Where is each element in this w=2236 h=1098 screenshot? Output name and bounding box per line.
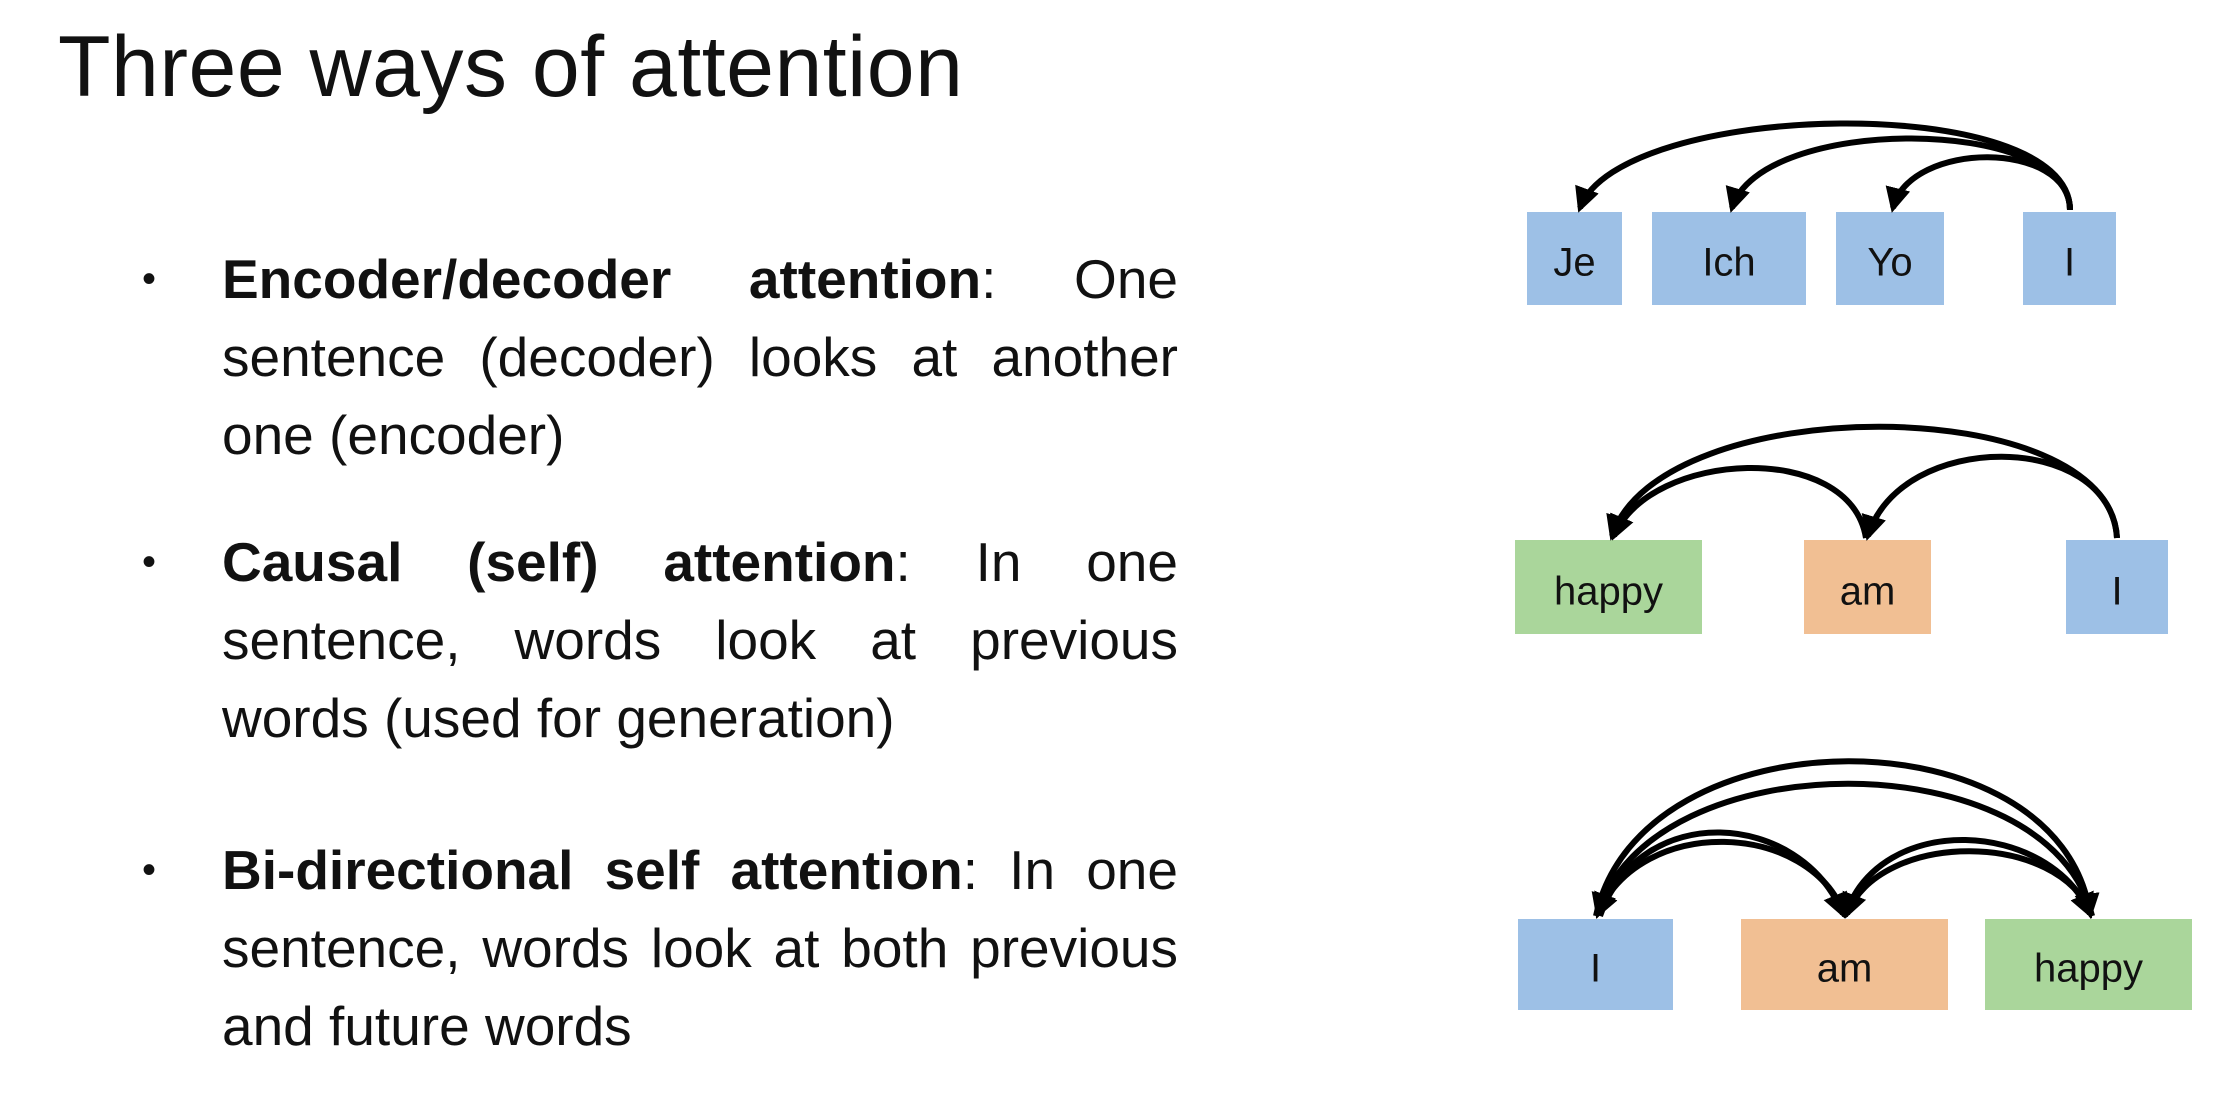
word-label: happy — [2034, 947, 2143, 991]
word-label: am — [1840, 570, 1896, 614]
word-box-fill — [1741, 919, 1948, 1010]
word-box-i: I — [2066, 540, 2168, 634]
word-box-ich: Ich — [1652, 212, 1806, 305]
word-label: Je — [1553, 241, 1595, 285]
arrow-am-to-happy — [1610, 465, 1869, 541]
page-title: Three ways of attention — [58, 19, 964, 115]
bullet-term: Encoder/decoder attention — [222, 248, 982, 310]
encoder-decoder-diagram: Je Ich Yo I — [1527, 120, 2116, 305]
word-label: I — [2064, 241, 2075, 285]
arrow-i-to-happy — [1593, 758, 2100, 919]
causal-diagram: happy am I — [1515, 423, 2168, 634]
word-box-fill — [1515, 540, 1702, 634]
word-box-fill — [1652, 212, 1806, 305]
bullet-text: Causal (self) attention: In one sentence… — [222, 523, 1178, 757]
bullet-text: Bi-directional self attention: In one se… — [222, 831, 1178, 1065]
bullet-bidirectional: • Bi-directional self attention: In one … — [138, 831, 1178, 1065]
word-label: Yo — [1867, 241, 1912, 285]
word-label: I — [2111, 570, 2122, 614]
word-box-fill — [1527, 212, 1622, 305]
word-box-fill — [1804, 540, 1931, 634]
bullet-dot: • — [142, 540, 157, 584]
word-box-fill — [1985, 919, 2192, 1010]
bullet-causal: • Causal (self) attention: In one senten… — [138, 523, 1178, 757]
bullet-dot: • — [142, 257, 157, 301]
word-box-i: I — [1518, 919, 1673, 1010]
word-box-am: am — [1741, 919, 1948, 1010]
word-label: Ich — [1702, 241, 1755, 285]
arrow-i-to-am — [1597, 829, 1847, 919]
word-box-yo: Yo — [1836, 212, 1944, 305]
word-box-happy: happy — [1985, 919, 2192, 1010]
arrow-happy-to-i — [1591, 780, 2095, 919]
word-box-fill — [2066, 540, 2168, 634]
word-box-fill — [1518, 919, 1673, 1010]
arrow-i-to-am — [1861, 453, 2120, 541]
word-label: am — [1817, 947, 1873, 991]
arrow-i-to-happy — [1606, 423, 2120, 541]
bullet-desc: : One sentence (decoder) looks at anothe… — [222, 248, 1178, 466]
arrow-am-to-i — [1594, 838, 1848, 919]
bullet-text: Encoder/decoder attention: One sentence … — [222, 240, 1178, 474]
word-box-fill — [2023, 212, 2116, 305]
word-box-je: Je — [1527, 212, 1622, 305]
bullet-encoder-decoder: • Encoder/decoder attention: One sentenc… — [138, 240, 1178, 474]
word-label: happy — [1554, 570, 1663, 614]
arrow-happy-to-am — [1842, 848, 2095, 919]
arrow-i-to-je — [1575, 120, 2073, 213]
word-box-fill — [1836, 212, 1944, 305]
bullet-term: Causal (self) attention — [222, 531, 896, 593]
bullet-dot: • — [142, 848, 157, 892]
word-label: I — [1590, 947, 1601, 991]
bullet-desc: : In one sentence, words look at previou… — [222, 531, 1178, 749]
bullet-term: Bi-directional self attention — [222, 839, 963, 901]
bidirectional-diagram: I am happy — [1518, 758, 2192, 1010]
word-box-happy: happy — [1515, 540, 1702, 634]
word-box-am: am — [1804, 540, 1931, 634]
arrow-i-to-yo — [1885, 154, 2073, 213]
word-box-i: I — [2023, 212, 2116, 305]
bullet-desc: : In one sentence, words look at both pr… — [222, 839, 1178, 1057]
